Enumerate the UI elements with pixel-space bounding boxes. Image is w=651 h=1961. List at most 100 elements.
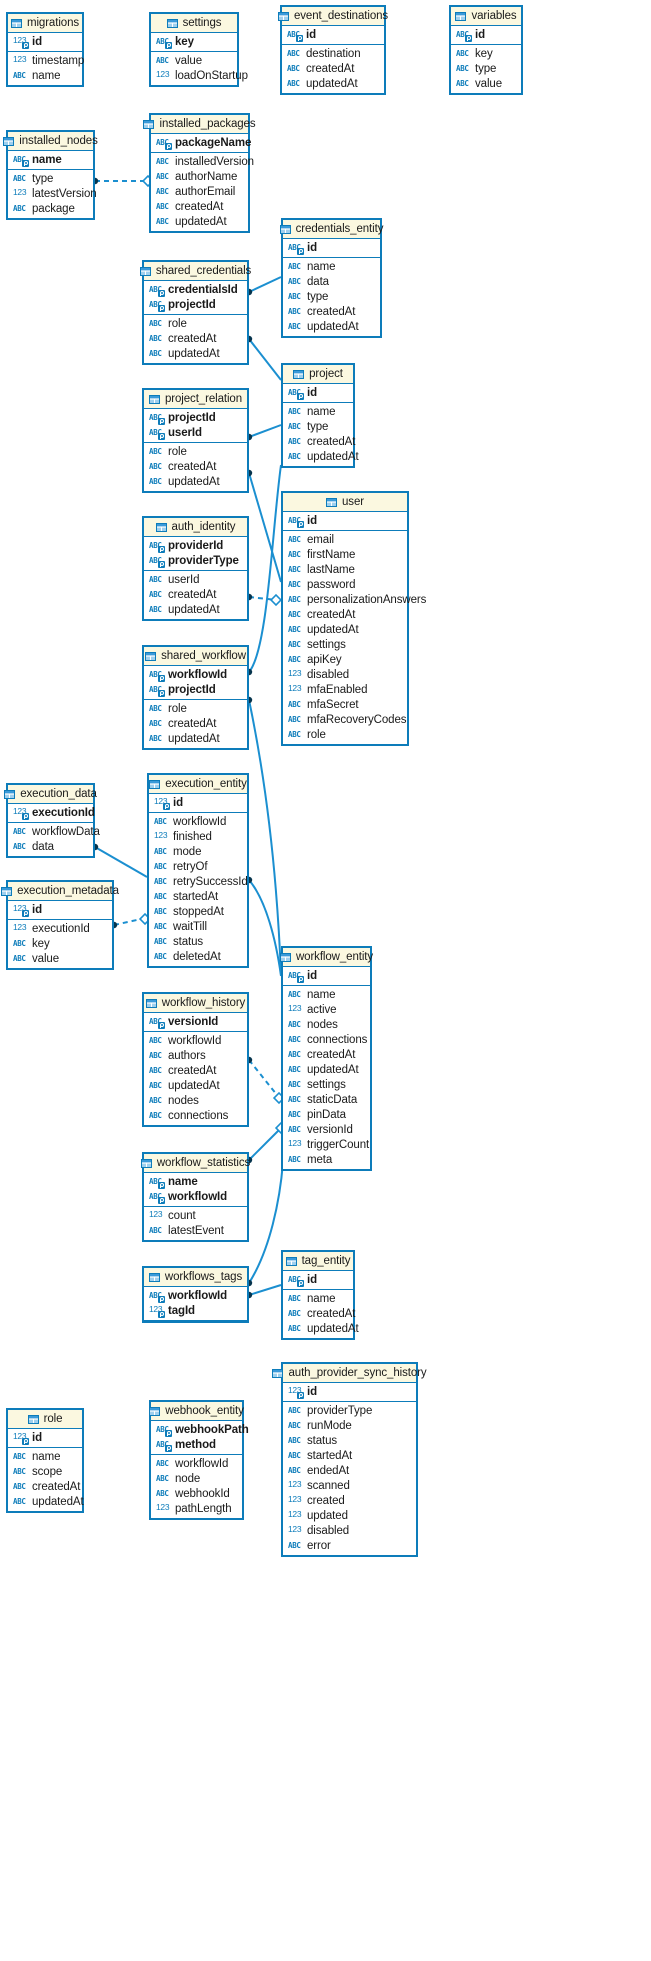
table-header[interactable]: workflow_history xyxy=(144,994,247,1013)
table-header[interactable]: installed_nodes xyxy=(3,132,98,151)
table-header[interactable]: workflow_statistics xyxy=(140,1154,250,1173)
table-header[interactable]: credentials_entity xyxy=(279,220,383,239)
table-header[interactable]: shared_workflow xyxy=(144,647,247,666)
column-name: mfaRecoveryCodes xyxy=(307,713,407,726)
column-name: updatedAt xyxy=(168,347,220,360)
string-type-icon: ABC xyxy=(288,452,301,461)
string-type-icon: ABC xyxy=(288,1035,301,1044)
table-header[interactable]: role xyxy=(8,1410,82,1429)
string-type-icon: ABC xyxy=(288,1065,301,1074)
table-header[interactable]: tag_entity xyxy=(283,1252,353,1271)
column-name: role xyxy=(307,728,326,741)
column-name: pathLength xyxy=(175,1502,232,1515)
number-type-icon: 123 xyxy=(154,797,170,810)
column-name: updatedAt xyxy=(168,603,220,616)
table-header[interactable]: settings xyxy=(151,14,237,33)
relationship-execution_data-to-execution_entity xyxy=(94,846,148,878)
table-header[interactable]: webhook_entity xyxy=(149,1402,244,1421)
table-header[interactable]: shared_credentials xyxy=(139,262,251,281)
column-name: created xyxy=(307,1494,345,1507)
string-type-icon: ABC xyxy=(288,1095,301,1104)
column-name: pinData xyxy=(307,1108,346,1121)
table-header[interactable]: event_destinations xyxy=(277,7,388,26)
table-header[interactable]: auth_identity xyxy=(144,518,247,537)
table-title: event_destinations xyxy=(293,10,389,22)
table-header[interactable]: installed_packages xyxy=(143,115,256,134)
table-header[interactable]: variables xyxy=(451,7,521,26)
table-header[interactable]: execution_data xyxy=(4,785,97,804)
table-header[interactable]: auth_provider_sync_history xyxy=(272,1364,427,1383)
string-type-icon: ABC xyxy=(149,1226,162,1235)
column-name: password xyxy=(307,578,356,591)
table-header[interactable]: workflow_entity xyxy=(279,948,373,967)
string-type-icon: ABC xyxy=(149,349,162,358)
table-header[interactable]: workflows_tags xyxy=(144,1268,247,1287)
string-type-icon: ABC xyxy=(149,540,165,553)
string-type-icon: ABC xyxy=(13,154,29,167)
column-name: role xyxy=(168,702,187,715)
column-name: role xyxy=(168,317,187,330)
column-name: createdAt xyxy=(307,435,356,448)
string-type-icon: ABC xyxy=(149,575,162,584)
string-type-icon: ABC xyxy=(149,427,165,440)
column-name: updatedAt xyxy=(307,450,359,463)
table-header[interactable]: project xyxy=(283,365,353,384)
string-type-icon: ABC xyxy=(149,1111,162,1120)
column-name: status xyxy=(173,935,204,948)
table-header[interactable]: user xyxy=(283,493,407,512)
table-header[interactable]: project_relation xyxy=(144,390,247,409)
table-header[interactable]: execution_metadata xyxy=(1,882,119,901)
table-header[interactable]: migrations xyxy=(8,14,82,33)
string-type-icon: ABC xyxy=(149,1176,165,1189)
table-header[interactable]: execution_entity xyxy=(149,775,247,794)
string-type-icon: ABC xyxy=(288,550,301,559)
table-grid-icon xyxy=(140,1158,152,1168)
column-name: finished xyxy=(173,830,212,843)
